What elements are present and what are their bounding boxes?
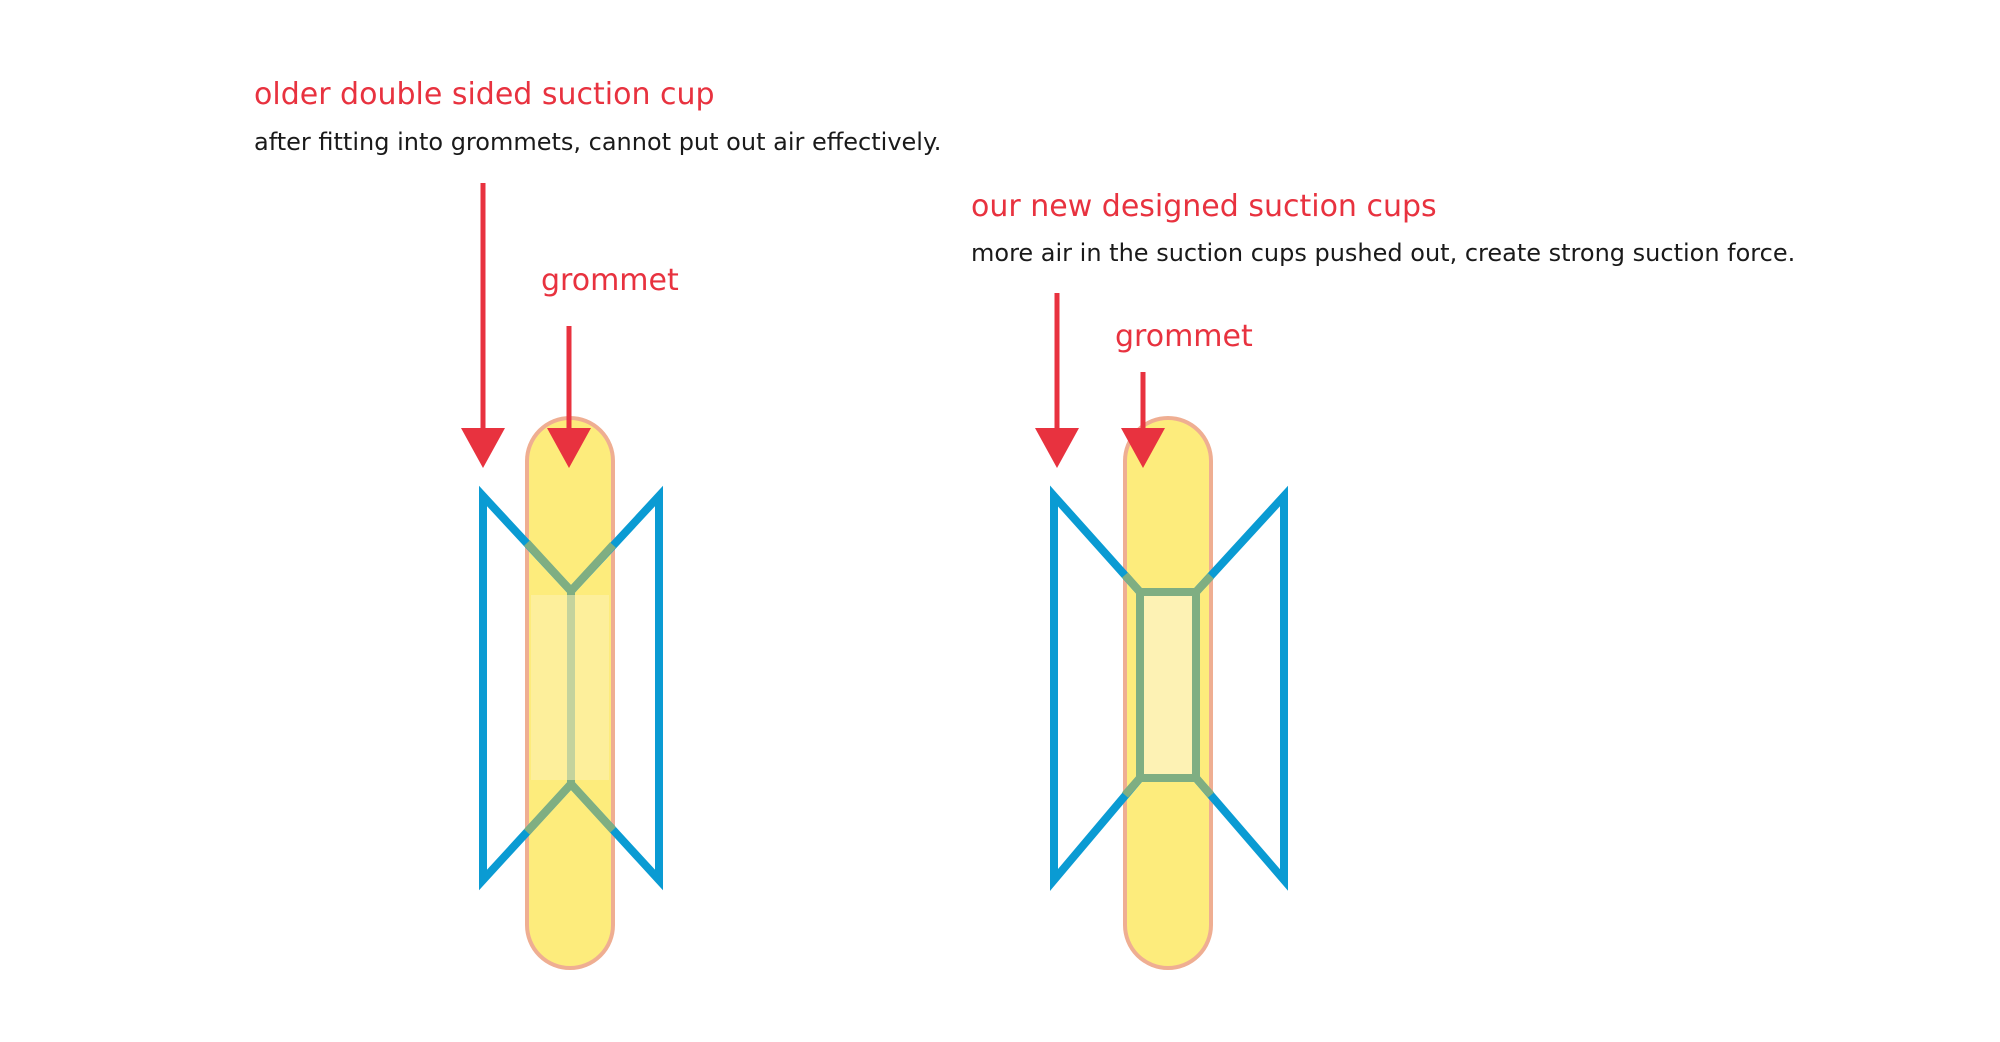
old-grommet-label: grommet (541, 263, 679, 298)
new-design-figure (1035, 293, 1288, 970)
old-grommet-arrow (547, 326, 591, 468)
old-overlap-band (531, 595, 609, 780)
new-chamber-fill (1142, 594, 1194, 776)
old-cup-arrow (461, 183, 505, 468)
old-design-description: after fitting into grommets, cannot put … (254, 128, 942, 156)
new-design-heading: our new designed suction cups (971, 189, 1437, 224)
new-grommet-label: grommet (1115, 319, 1253, 354)
old-design-figure (461, 183, 663, 970)
new-design-description: more air in the suction cups pushed out,… (971, 239, 1796, 267)
new-overlap-segments (1122, 572, 1214, 798)
new-grommet-arrow (1121, 372, 1165, 468)
old-design-heading: older double sided suction cup (254, 77, 715, 112)
new-cup-arrow (1035, 293, 1079, 468)
